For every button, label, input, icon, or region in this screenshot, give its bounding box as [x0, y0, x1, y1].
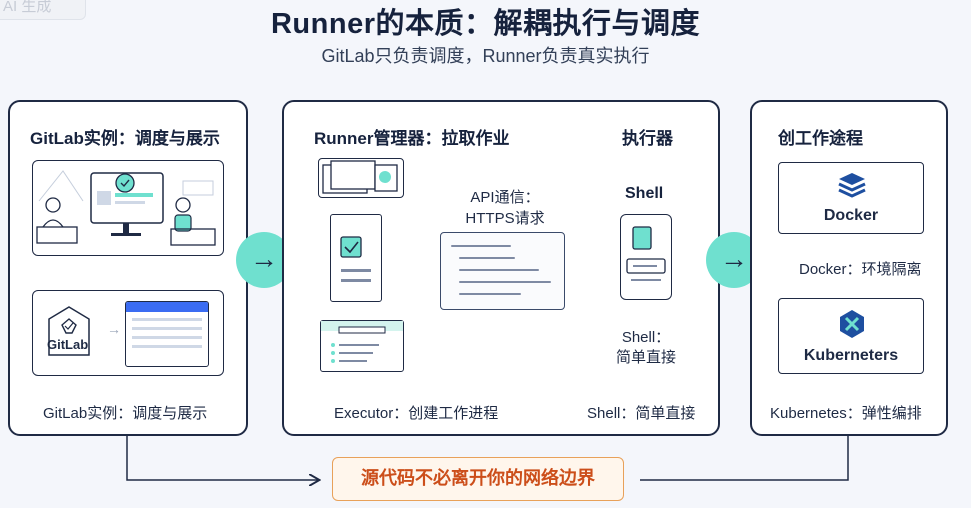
- runner-panel-title: Runner管理器：拉取作业: [314, 129, 510, 148]
- code-snippet-box: [440, 232, 565, 310]
- monitor-illustration: [36, 170, 216, 246]
- kubernetes-card: Kuberneters: [778, 298, 924, 374]
- shell-icon: [626, 226, 666, 281]
- check-icon: [340, 236, 371, 282]
- document-stack-icon: [322, 160, 398, 194]
- dashboard-illustration: [32, 160, 224, 256]
- workload-panel: 创工作途程 Docker Docker：环境隔离 Kuberneters Kub…: [750, 100, 948, 436]
- gitlab-panel-caption: GitLab实例：调度与展示: [43, 405, 208, 422]
- gitlab-logo-text: GitLab: [47, 337, 89, 352]
- arrow-right-icon: →: [107, 321, 121, 337]
- workload-panel-title: 创工作途程: [778, 129, 863, 148]
- runner-panel-caption: Executor：创建工作进程: [334, 405, 499, 422]
- gitlab-logo-icon: [48, 306, 90, 356]
- executor-caption: Shell：简单直接: [587, 405, 696, 422]
- docker-description: Docker：环境隔离: [799, 261, 922, 278]
- shell-desc-line2: 简单直接: [615, 349, 676, 366]
- kubernetes-label: Kuberneters: [803, 347, 899, 364]
- terminal-window-icon: [320, 320, 404, 372]
- docker-stack-icon: [838, 173, 866, 198]
- shell-label: Shell: [625, 185, 664, 202]
- kubernetes-description: Kubernetes：弹性编排: [770, 405, 922, 422]
- page-subtitle: GitLab只负责调度，Runner负责真实执行: [321, 46, 650, 66]
- kubernetes-icon: [840, 310, 864, 338]
- docker-card: Docker: [778, 162, 924, 234]
- window-icon: [321, 321, 403, 363]
- api-label-line2: HTTPS请求: [465, 210, 545, 227]
- ticket-card-icon: [318, 158, 404, 198]
- page-title: Runner的本质：解耦执行与调度: [270, 8, 700, 40]
- list-window: [125, 301, 209, 367]
- shell-device-icon: [620, 214, 672, 300]
- gitlab-dashboard-card: GitLab →: [32, 290, 224, 376]
- gitlab-panel-title: GitLab实例：调度与展示: [30, 129, 220, 148]
- docker-label: Docker: [823, 207, 879, 224]
- job-check-document-icon: [330, 214, 382, 302]
- watermark-badge: AI 生成: [0, 0, 86, 20]
- api-label-line1: API通信：: [470, 189, 540, 206]
- network-boundary-note: 源代码不必离开你的网络边界: [332, 457, 624, 501]
- gitlab-panel: GitLab实例：调度与展示 GitLab →: [8, 100, 248, 436]
- executor-title: 执行器: [622, 129, 673, 148]
- shell-desc-line1: Shell：: [621, 329, 671, 346]
